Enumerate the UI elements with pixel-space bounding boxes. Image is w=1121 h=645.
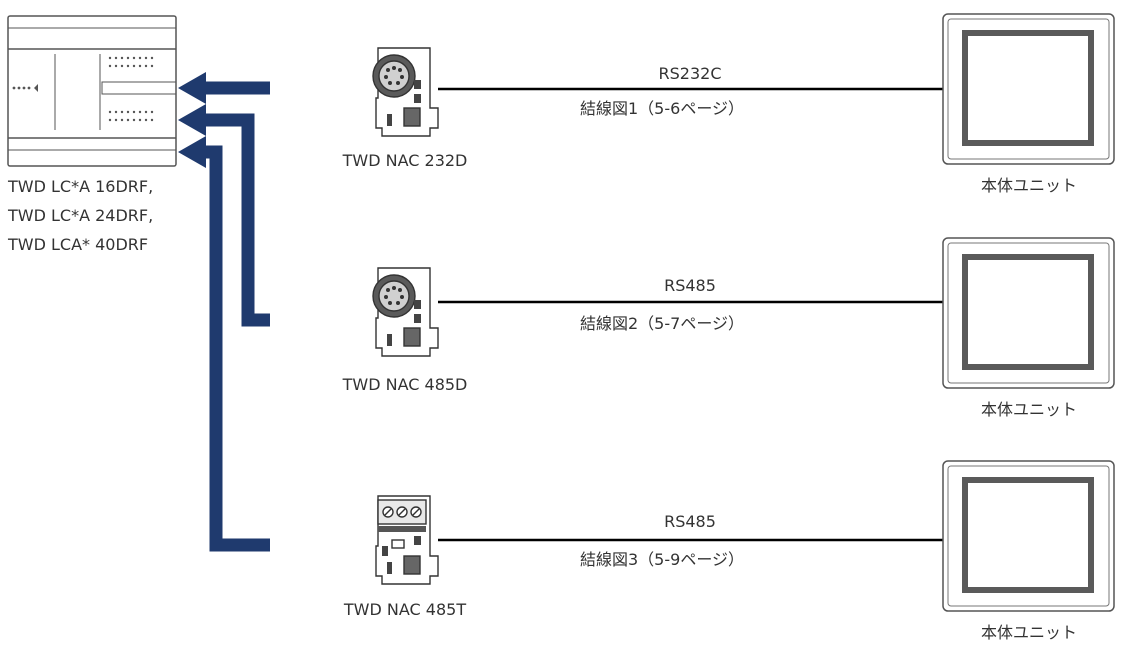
wiring-diagram-link: 結線図2（5-7ページ） bbox=[580, 314, 744, 333]
arrow-heads bbox=[178, 72, 206, 168]
hmi-unit-2 bbox=[942, 237, 1115, 389]
module-icon-232d bbox=[372, 47, 439, 137]
hmi-unit-3 bbox=[942, 460, 1115, 612]
cables bbox=[438, 87, 944, 542]
wiring-diagram-link: 結線図1（5-6ページ） bbox=[580, 99, 744, 118]
protocol-label: RS485 bbox=[664, 276, 716, 295]
connection-arrows bbox=[200, 81, 270, 552]
plc-model-label: TWD LCA* 40DRF bbox=[8, 235, 149, 254]
arrow-head-1 bbox=[178, 72, 206, 104]
arrow-module-3 bbox=[200, 145, 270, 552]
module-icon-485t bbox=[375, 495, 439, 585]
wiring-diagram-link: 結線図3（5-9ページ） bbox=[580, 550, 744, 569]
plc-model-label: TWD LC*A 16DRF, bbox=[8, 177, 154, 196]
hmi-unit-label: 本体ユニット bbox=[980, 176, 1077, 195]
module-label: TWD NAC 485D bbox=[342, 375, 468, 394]
module-icon-485d bbox=[372, 267, 439, 357]
arrow-head-3 bbox=[178, 136, 206, 168]
hmi-unit-label: 本体ユニット bbox=[980, 623, 1077, 642]
plc-model-labels: TWD LC*A 16DRF, TWD LC*A 24DRF, TWD LCA*… bbox=[8, 172, 153, 259]
arrow-module-2 bbox=[200, 113, 270, 327]
protocol-label: RS485 bbox=[664, 512, 716, 531]
module-label: TWD NAC 485T bbox=[343, 600, 467, 619]
plc-model-label: TWD LC*A 24DRF, bbox=[8, 206, 154, 225]
hmi-unit-label: 本体ユニット bbox=[980, 400, 1077, 419]
hmi-unit-1 bbox=[942, 13, 1115, 165]
arrow-head-2 bbox=[178, 104, 206, 136]
plc-base-unit bbox=[7, 15, 177, 167]
module-label: TWD NAC 232D bbox=[342, 151, 468, 170]
protocol-label: RS232C bbox=[658, 64, 722, 83]
